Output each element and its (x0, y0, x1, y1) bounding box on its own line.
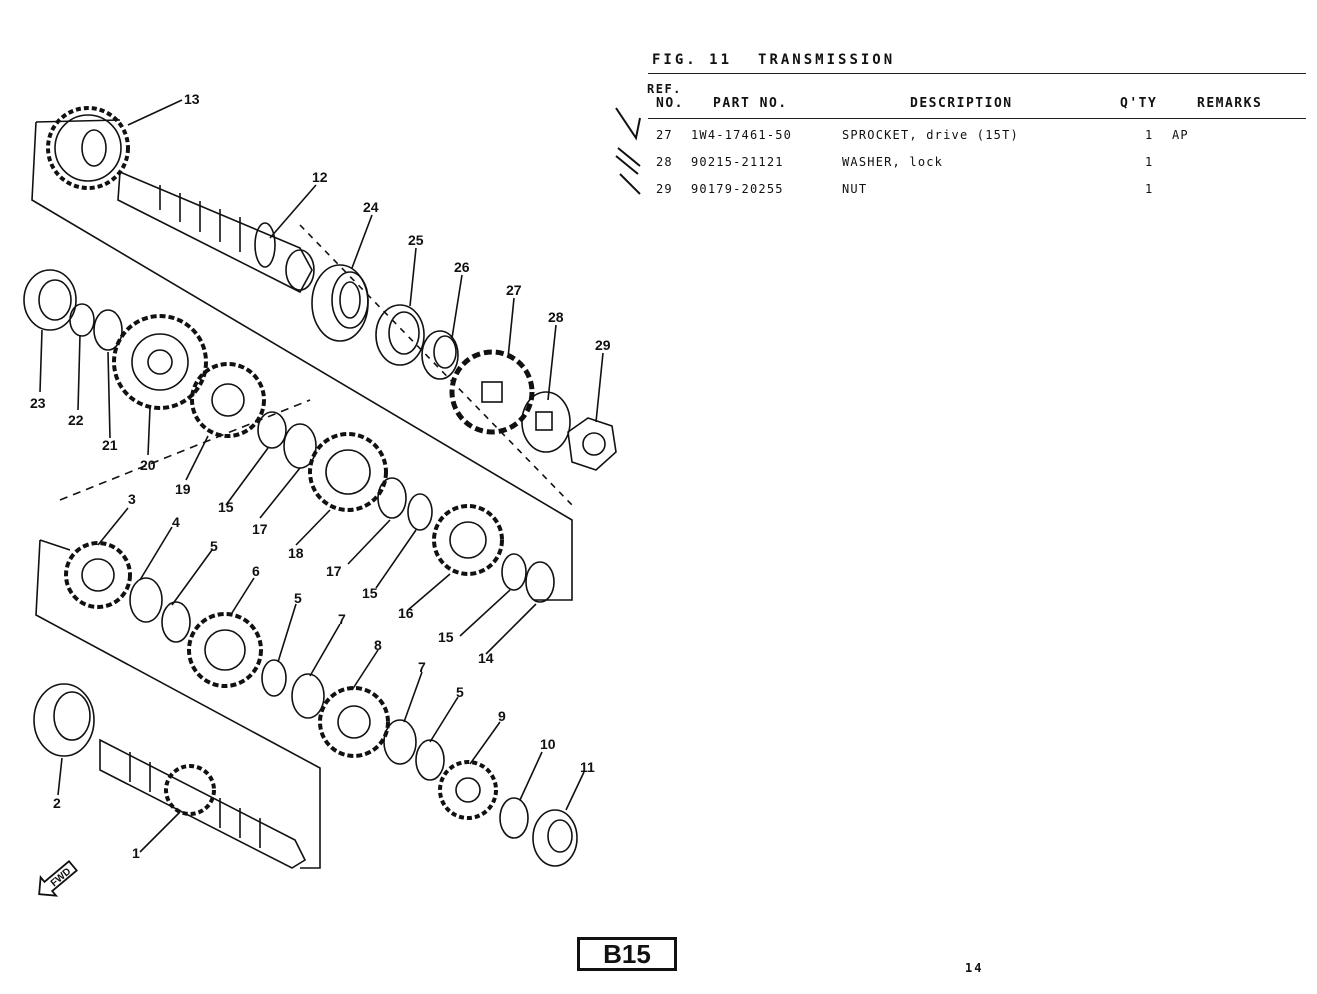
label-12: 12 (312, 169, 328, 185)
circlip-15a (257, 411, 287, 449)
washer-17b (377, 477, 407, 519)
row-ref: 28 (656, 155, 673, 169)
label-20: 20 (140, 457, 156, 473)
row-qty: 1 (1145, 155, 1154, 169)
label-18: 18 (288, 545, 304, 561)
column-rule (648, 118, 1306, 119)
washer-21 (93, 309, 123, 351)
row-qty: 1 (1145, 182, 1154, 196)
label-24: 24 (363, 199, 379, 215)
col-part-no: PART NO. (713, 96, 788, 111)
figure-title: FIG. 11 TRANSMISSION (652, 52, 921, 68)
circlip-15b (407, 493, 433, 531)
section-code: B15 (577, 937, 677, 971)
washer-10 (499, 797, 529, 839)
label-25: 25 (408, 232, 424, 248)
gear-19 (190, 362, 266, 438)
circlip-5a (161, 601, 191, 643)
label-3: 3 (128, 491, 136, 507)
label-7-b: 7 (418, 659, 426, 675)
label-19: 19 (175, 481, 191, 497)
label-5-a: 5 (210, 538, 218, 554)
label-7-a: 7 (338, 611, 346, 627)
label-4: 4 (172, 514, 180, 530)
washer-4 (129, 577, 163, 623)
circlip-22 (69, 303, 95, 337)
washer-7a (291, 673, 325, 719)
row-description: SPROCKET, drive (15T) (842, 128, 1019, 142)
label-28: 28 (548, 309, 564, 325)
bearing-2 (33, 683, 95, 757)
circlip-5c (415, 739, 445, 781)
col-qty: Q'TY (1120, 96, 1158, 111)
drive-axle-1 (99, 738, 307, 869)
row-ref: 27 (656, 128, 673, 142)
circlip-5b (261, 659, 287, 697)
gear-16 (432, 504, 504, 576)
label-23: 23 (30, 395, 46, 411)
gear-9 (438, 760, 498, 820)
label-2: 2 (53, 795, 61, 811)
col-ref-line2: NO. (656, 96, 684, 111)
washer-14 (525, 561, 555, 603)
col-ref-line1: REF. (647, 82, 682, 96)
row-part-no: 1W4-17461-50 (691, 128, 793, 142)
main-axle-12 (117, 170, 315, 294)
row-remarks: AP (1172, 128, 1189, 142)
label-15-b: 15 (362, 585, 378, 601)
label-21: 21 (102, 437, 118, 453)
gear-3 (64, 541, 132, 609)
gear-6 (187, 612, 263, 688)
label-5-b: 5 (294, 590, 302, 606)
bearing-23 (23, 269, 77, 331)
row-description: NUT (842, 182, 868, 196)
label-13: 13 (184, 91, 200, 107)
circlip-15c (501, 553, 527, 591)
col-description: DESCRIPTION (910, 96, 1013, 111)
figure-number: FIG. 11 (652, 52, 733, 68)
collar-26 (421, 330, 459, 380)
col-remarks: REMARKS (1197, 96, 1263, 111)
gear-20 (112, 314, 208, 410)
label-15-a: 15 (218, 499, 234, 515)
label-5-c: 5 (456, 684, 464, 700)
header-rule (648, 73, 1306, 74)
row-qty: 1 (1145, 128, 1154, 142)
washer-7b (383, 719, 417, 765)
page-number: 14 (965, 961, 984, 975)
oil-seal-25 (375, 304, 425, 366)
label-16: 16 (398, 605, 414, 621)
label-11: 11 (580, 759, 595, 775)
gear-8 (318, 686, 390, 758)
forward-arrow-icon: FWD (38, 859, 78, 897)
label-8: 8 (374, 637, 382, 653)
label-27: 27 (506, 282, 522, 298)
label-9: 9 (498, 708, 506, 724)
label-26: 26 (454, 259, 470, 275)
label-1: 1 (132, 845, 140, 861)
gear-18 (308, 432, 388, 512)
label-15-c: 15 (438, 629, 454, 645)
label-17-a: 17 (252, 521, 268, 537)
row-description: WASHER, lock (842, 155, 944, 169)
gear-13 (46, 106, 130, 190)
row-part-no: 90215-21121 (691, 155, 784, 169)
bearing-11 (532, 809, 578, 867)
label-14: 14 (478, 650, 494, 666)
label-10: 10 (540, 736, 556, 752)
nut-29 (567, 417, 617, 471)
figure-name: TRANSMISSION (758, 52, 896, 68)
bearing-24 (311, 264, 369, 342)
row-part-no: 90179-20255 (691, 182, 784, 196)
label-22: 22 (68, 412, 84, 428)
label-17-b: 17 (326, 563, 342, 579)
lock-washer-28 (521, 391, 571, 453)
label-6: 6 (252, 563, 260, 579)
row-ref: 29 (656, 182, 673, 196)
reference-labels: 13 12 24 25 26 27 28 29 23 22 21 20 19 1… (30, 91, 611, 861)
check-marks (615, 107, 641, 195)
sprocket-27 (449, 349, 535, 435)
label-29: 29 (595, 337, 611, 353)
